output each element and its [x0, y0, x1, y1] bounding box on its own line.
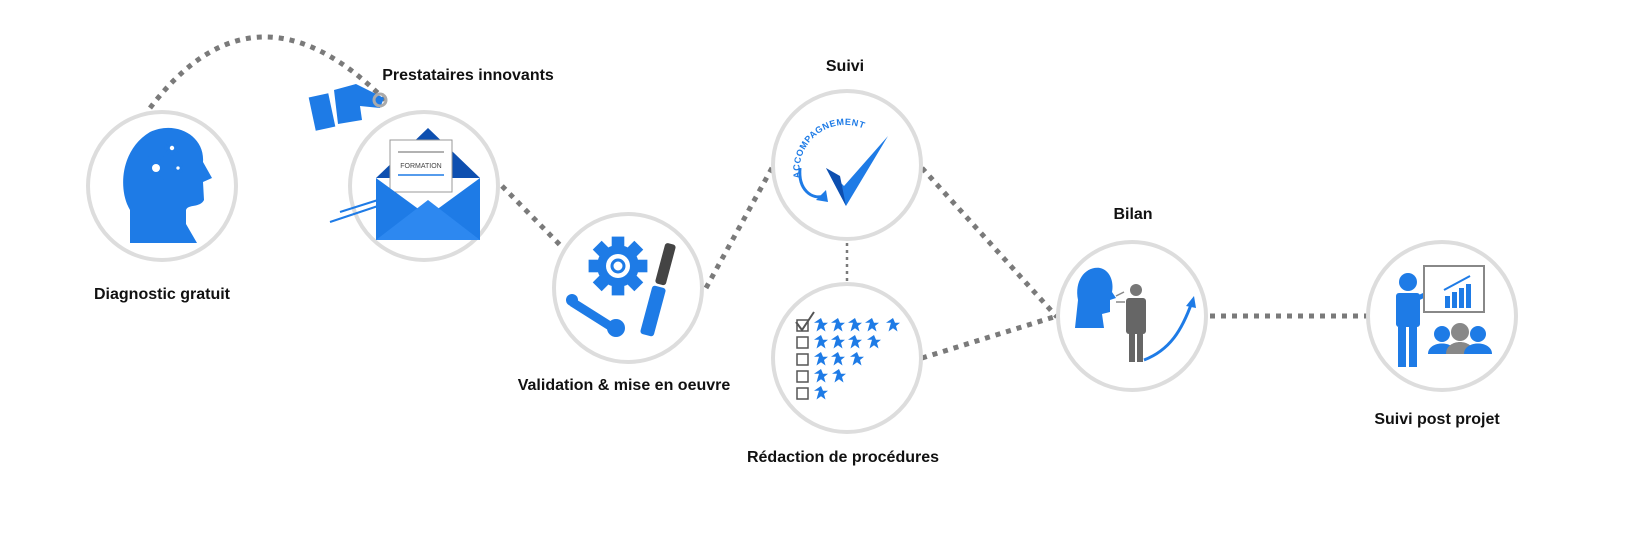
- star-rating-checklist-icon: [795, 311, 900, 400]
- label-validation: Validation & mise en oeuvre: [517, 377, 731, 394]
- connector-arc: [148, 34, 387, 110]
- label-bilan: Bilan: [1113, 206, 1153, 223]
- connector-prestataires-validation: [500, 184, 565, 250]
- connector-redaction-bilan: [921, 313, 1058, 361]
- presentation-audience-icon: [1396, 265, 1492, 367]
- connectors: [148, 34, 1367, 361]
- pointing-hand-icon: [308, 84, 388, 131]
- label-redaction: Rédaction de procédures: [746, 449, 940, 466]
- label-suivi: Suivi: [825, 58, 865, 75]
- connector-validation-suivi: [703, 166, 775, 290]
- label-diagnostic: Diagnostic gratuit: [93, 286, 231, 303]
- label-prestataires: Prestataires innovants: [382, 67, 554, 84]
- connector-suivi-bilan: [920, 166, 1059, 319]
- circle-redaction: [771, 282, 923, 434]
- label-postprojet: Suivi post projet: [1374, 411, 1500, 428]
- speaker-growth-icon: [1075, 267, 1196, 362]
- circle-postprojet: [1366, 240, 1518, 392]
- gear-tools-icon: [566, 236, 676, 337]
- circle-suivi: [771, 89, 923, 241]
- envelope-letter-text: FORMATION: [400, 163, 441, 170]
- envelope-formation-icon: FORMATION: [329, 128, 480, 240]
- head-gears-icon: [123, 127, 212, 243]
- circle-validation: [552, 212, 704, 364]
